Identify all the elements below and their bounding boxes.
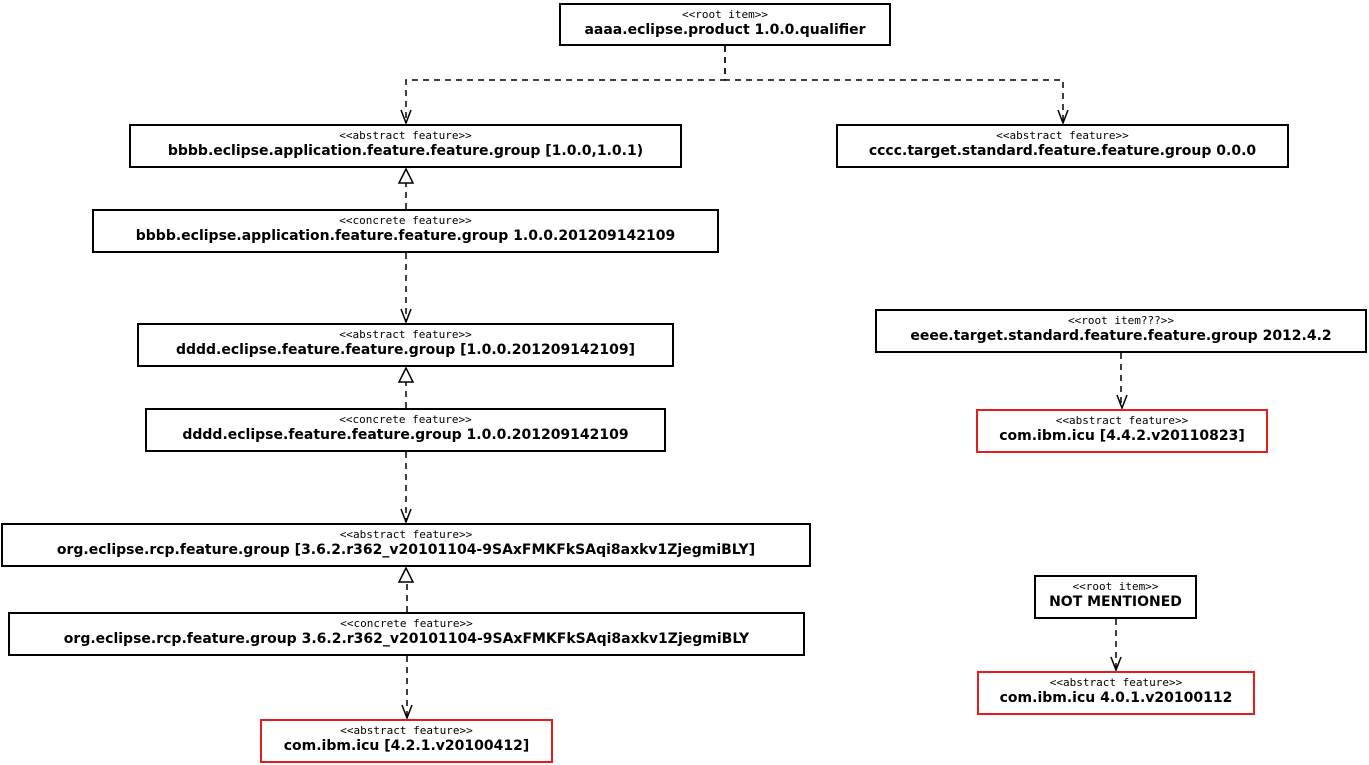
dependency-arrowhead	[1057, 109, 1069, 126]
node-stereotype: <<root item>>	[681, 8, 769, 21]
node-rcp-feature-abstract: <<abstract feature>> org.eclipse.rcp.fea…	[1, 523, 811, 567]
node-dddd-feature-abstract: <<abstract feature>> dddd.eclipse.featur…	[137, 323, 674, 367]
node-stereotype: <<abstract feature>>	[340, 724, 473, 737]
dependency-edge	[724, 46, 1064, 123]
node-label: bbbb.eclipse.application.feature.feature…	[167, 143, 644, 159]
node-eeee-target-standard: <<root item???>> eeee.target.standard.fe…	[875, 309, 1367, 353]
realization-arrowhead	[397, 366, 415, 383]
node-icu-4-2-1: <<abstract feature>> com.ibm.icu [4.2.1.…	[260, 719, 553, 763]
node-aaaa-eclipse-product: <<root item>> aaaa.eclipse.product 1.0.0…	[559, 3, 891, 46]
node-label: cccc.target.standard.feature.feature.gro…	[868, 143, 1257, 159]
node-bbbb-application-concrete: <<concrete feature>> bbbb.eclipse.applic…	[92, 209, 719, 253]
node-dddd-feature-concrete: <<concrete feature>> dddd.eclipse.featur…	[145, 408, 666, 452]
node-stereotype: <<abstract feature>>	[1055, 414, 1189, 427]
node-not-mentioned: <<root item>> NOT MENTIONED	[1034, 575, 1197, 619]
node-label: com.ibm.icu [4.4.2.v20110823]	[999, 428, 1245, 444]
node-stereotype: <<abstract feature>>	[339, 328, 472, 341]
dependency-edge	[405, 46, 726, 123]
node-label: bbbb.eclipse.application.feature.feature…	[135, 228, 676, 244]
node-stereotype: <<concrete feature>>	[339, 413, 472, 426]
dependency-arrowhead	[400, 308, 412, 325]
dependency-arrowhead	[400, 109, 412, 126]
dependency-arrowhead	[1110, 656, 1122, 673]
node-label: org.eclipse.rcp.feature.group [3.6.2.r36…	[56, 542, 756, 558]
dependency-arrowhead	[1116, 394, 1128, 411]
node-stereotype: <<abstract feature>>	[996, 129, 1129, 142]
node-label: dddd.eclipse.feature.feature.group [1.0.…	[175, 342, 636, 358]
node-label: com.ibm.icu 4.0.1.v20100112	[999, 690, 1233, 706]
node-stereotype: <<abstract feature>>	[1049, 676, 1183, 689]
node-stereotype: <<abstract feature>>	[339, 129, 472, 142]
dependency-arrowhead	[400, 508, 412, 525]
node-cccc-target-standard: <<abstract feature>> cccc.target.standar…	[836, 124, 1289, 168]
node-label: org.eclipse.rcp.feature.group 3.6.2.r362…	[63, 631, 750, 647]
node-label: NOT MENTIONED	[1049, 594, 1182, 610]
node-stereotype: <<root item>>	[1072, 580, 1159, 593]
node-stereotype: <<concrete feature>>	[339, 214, 472, 227]
dependency-arrowhead	[401, 704, 413, 721]
node-label: dddd.eclipse.feature.feature.group 1.0.0…	[182, 427, 629, 443]
node-bbbb-application-abstract: <<abstract feature>> bbbb.eclipse.applic…	[129, 124, 682, 168]
node-stereotype: <<root item???>>	[1068, 314, 1174, 327]
node-stereotype: <<concrete feature>>	[340, 617, 473, 630]
node-label: com.ibm.icu [4.2.1.v20100412]	[283, 738, 530, 754]
node-rcp-feature-concrete: <<concrete feature>> org.eclipse.rcp.fea…	[8, 612, 805, 656]
node-icu-4-4-2: <<abstract feature>> com.ibm.icu [4.4.2.…	[976, 409, 1268, 453]
realization-arrowhead	[397, 566, 415, 583]
node-stereotype: <<abstract feature>>	[339, 528, 473, 541]
realization-arrowhead	[397, 167, 415, 184]
node-label: aaaa.eclipse.product 1.0.0.qualifier	[584, 22, 866, 38]
node-label: eeee.target.standard.feature.feature.gro…	[910, 328, 1332, 344]
node-icu-4-0-1: <<abstract feature>> com.ibm.icu 4.0.1.v…	[977, 671, 1255, 715]
